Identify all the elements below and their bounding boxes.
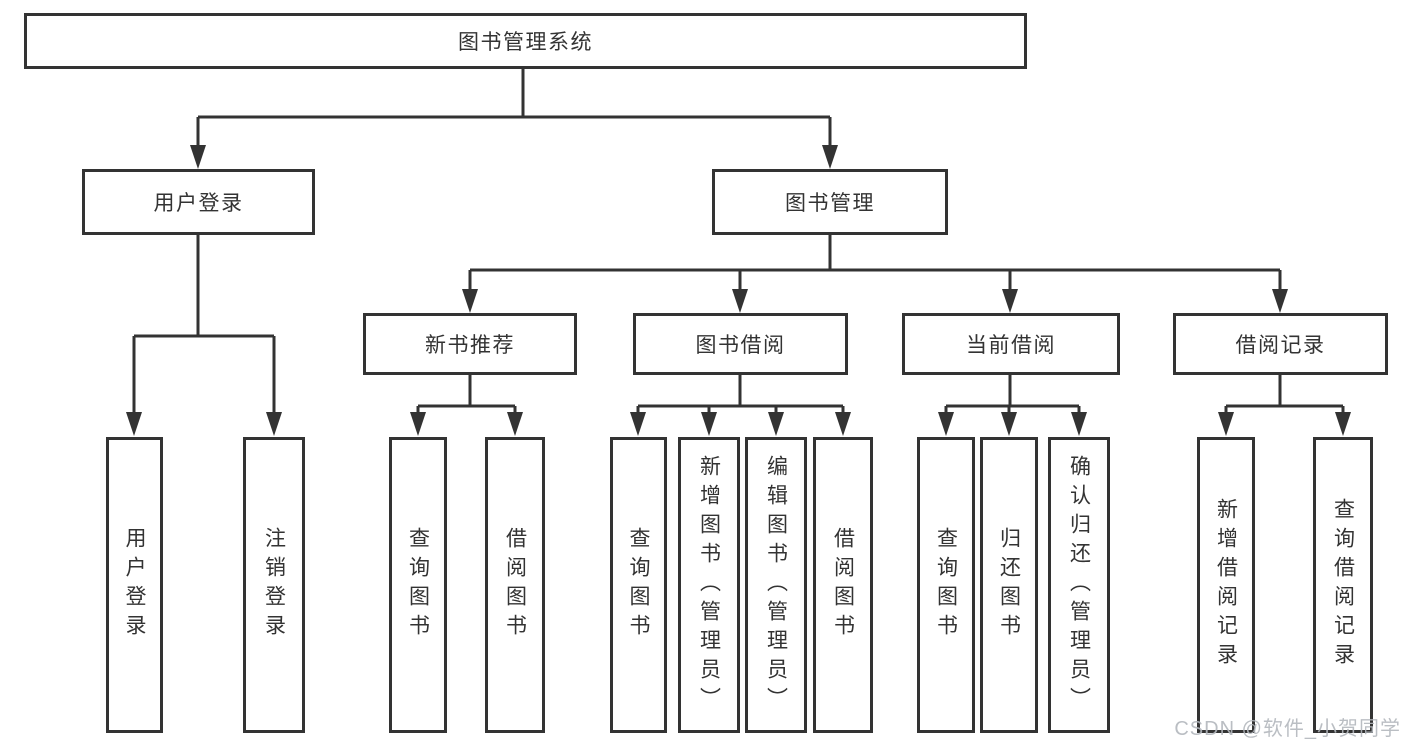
leaf-cb-confirm-return-admin: 确认归还（管理员）	[1048, 437, 1110, 733]
watermark: CSDN @软件_小贺同学	[1174, 718, 1401, 740]
leaf-nb-borrow-books: 借阅图书	[485, 437, 545, 733]
leaf-bb-borrow-books: 借阅图书	[813, 437, 873, 733]
node-book-management: 图书管理	[712, 169, 948, 235]
leaf-cb-query-books: 查询图书	[917, 437, 975, 733]
node-root: 图书管理系统	[24, 13, 1027, 69]
leaf-bb-query-books: 查询图书	[610, 437, 667, 733]
node-new-book-recommend: 新书推荐	[363, 313, 577, 375]
leaf-user-login: 用户登录	[106, 437, 163, 733]
leaf-br-query-record: 查询借阅记录	[1313, 437, 1373, 733]
node-borrow-records: 借阅记录	[1173, 313, 1388, 375]
node-book-borrow: 图书借阅	[633, 313, 848, 375]
node-user-login: 用户登录	[82, 169, 315, 235]
node-current-borrow: 当前借阅	[902, 313, 1120, 375]
leaf-nb-query-books: 查询图书	[389, 437, 447, 733]
leaf-cb-return-books: 归还图书	[980, 437, 1038, 733]
leaf-bb-edit-books-admin: 编辑图书（管理员）	[745, 437, 807, 733]
leaf-logout: 注销登录	[243, 437, 305, 733]
leaf-bb-add-books-admin: 新增图书（管理员）	[678, 437, 740, 733]
leaf-br-add-record: 新增借阅记录	[1197, 437, 1255, 733]
